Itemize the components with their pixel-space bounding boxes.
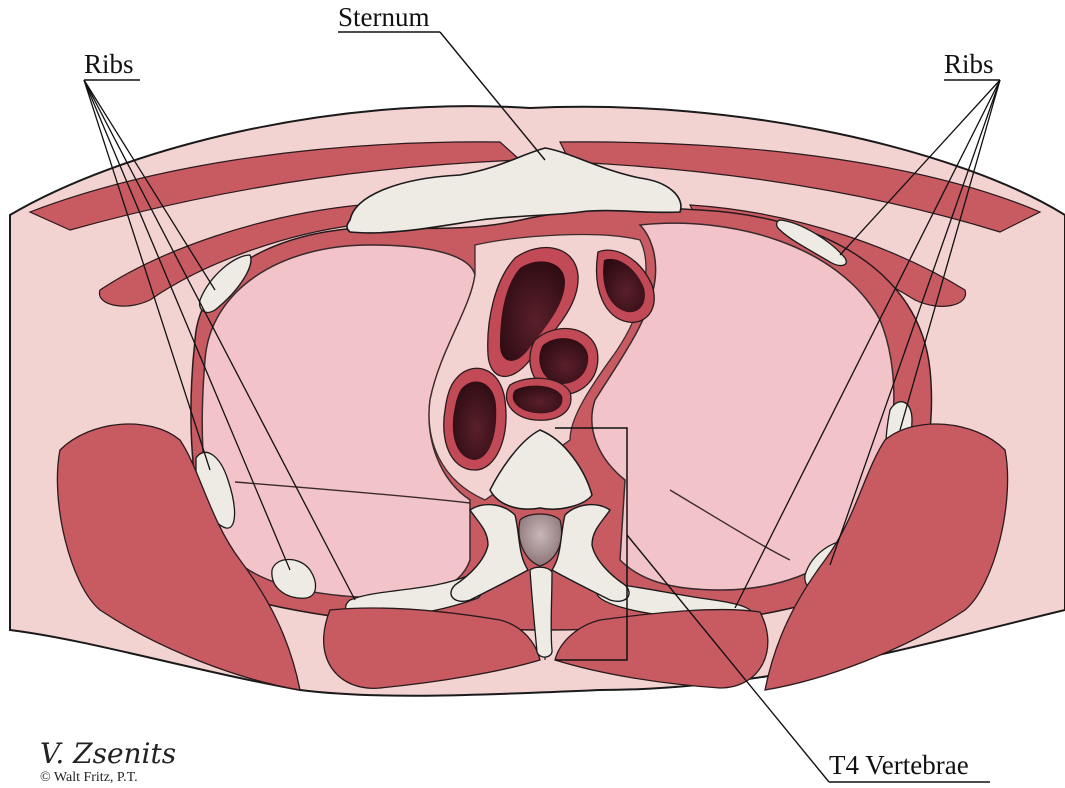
ribs-left-label: Ribs [84,51,134,78]
copyright-notice: © Walt Fritz, P.T. [40,770,176,786]
artist-credit: V. Zsenits © Walt Fritz, P.T. [40,740,176,786]
artist-signature: V. Zsenits [40,740,176,768]
t4-vertebrae-label: T4 Vertebrae [829,752,969,779]
ribs-right-label: Ribs [944,51,994,78]
sternum-label: Sternum [338,4,430,31]
